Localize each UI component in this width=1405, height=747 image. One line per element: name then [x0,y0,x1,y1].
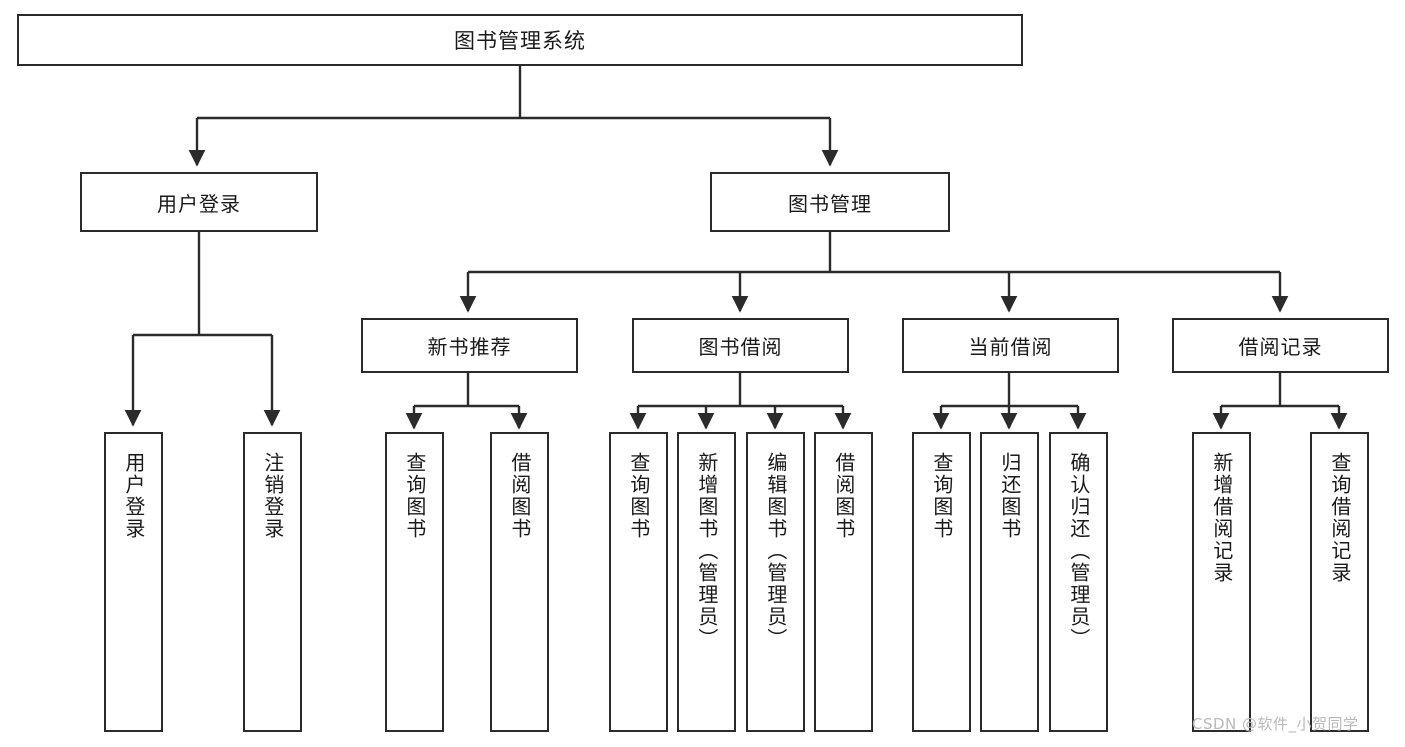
node-leaf-borrow-book-2-label: 借阅图书 [831,452,856,540]
node-current-borrow[interactable]: 当前借阅 [902,318,1119,373]
node-leaf-add-book-label: 新增图书（管理员） [694,452,719,650]
node-leaf-return-book-label: 归还图书 [997,452,1022,540]
node-leaf-borrow-book-1[interactable]: 借阅图书 [490,432,549,732]
node-user-login[interactable]: 用户登录 [80,172,318,232]
node-leaf-query-record-label: 查询借阅记录 [1327,452,1352,584]
node-leaf-query-book-3-label: 查询图书 [929,452,954,540]
node-leaf-return-book[interactable]: 归还图书 [980,432,1039,732]
node-leaf-borrow-book-2[interactable]: 借阅图书 [814,432,873,732]
node-current-borrow-label: 当前借阅 [968,335,1053,359]
node-book-manage-label: 图书管理 [788,191,872,216]
node-root[interactable]: 图书管理系统 [17,14,1023,66]
node-book-borrow[interactable]: 图书借阅 [632,318,849,373]
node-borrow-record[interactable]: 借阅记录 [1172,318,1389,373]
node-leaf-edit-book-label: 编辑图书（管理员） [763,452,788,650]
node-leaf-query-book-1[interactable]: 查询图书 [385,432,444,732]
node-leaf-add-book[interactable]: 新增图书（管理员） [677,432,736,732]
node-leaf-logout[interactable]: 注销登录 [243,432,302,732]
node-leaf-borrow-book-1-label: 借阅图书 [507,452,532,540]
node-leaf-query-book-1-label: 查询图书 [402,452,427,540]
node-leaf-confirm-return[interactable]: 确认归还（管理员） [1049,432,1108,732]
node-user-login-label: 用户登录 [157,191,241,216]
node-leaf-add-record[interactable]: 新增借阅记录 [1192,432,1251,732]
node-leaf-confirm-return-label: 确认归还（管理员） [1066,452,1091,650]
node-leaf-query-record[interactable]: 查询借阅记录 [1310,432,1369,732]
node-book-manage[interactable]: 图书管理 [710,172,950,232]
node-new-book-recommend-label: 新书推荐 [427,335,512,359]
node-borrow-record-label: 借阅记录 [1238,335,1323,359]
node-leaf-user-login[interactable]: 用户登录 [104,432,163,732]
node-leaf-query-book-3[interactable]: 查询图书 [912,432,971,732]
node-leaf-query-book-2-label: 查询图书 [626,452,651,540]
node-new-book-recommend[interactable]: 新书推荐 [361,318,578,373]
node-leaf-add-record-label: 新增借阅记录 [1209,452,1234,584]
node-leaf-user-login-label: 用户登录 [121,452,146,540]
node-leaf-query-book-2[interactable]: 查询图书 [609,432,668,732]
node-root-label: 图书管理系统 [454,29,586,53]
node-leaf-logout-label: 注销登录 [260,452,285,540]
node-book-borrow-label: 图书借阅 [698,335,783,359]
node-leaf-edit-book[interactable]: 编辑图书（管理员） [746,432,805,732]
